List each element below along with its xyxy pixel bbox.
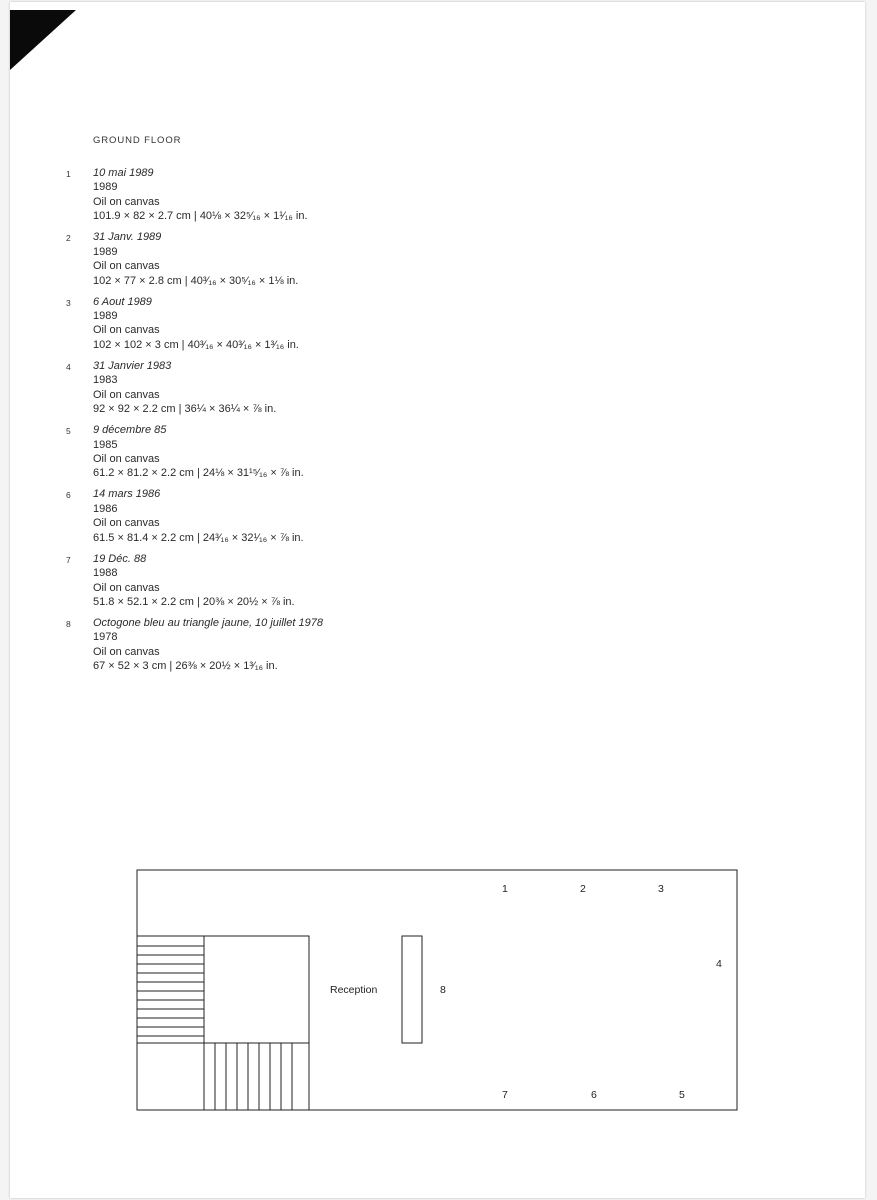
work-medium: Oil on canvas xyxy=(93,453,160,465)
work-entry: 3 6 Aout 1989 1989 Oil on canvas 102 × 1… xyxy=(0,295,600,359)
work-dimensions: 101.9 × 82 × 2.7 cm | 40⅛ × 32⁵⁄₁₆ × 1¹⁄… xyxy=(93,210,308,223)
work-title: 6 Aout 1989 xyxy=(93,295,152,308)
work-entry: 1 10 mai 1989 1989 Oil on canvas 101.9 ×… xyxy=(0,166,600,230)
work-medium: Oil on canvas xyxy=(93,388,160,401)
work-entry: 8 Octogone bleu au triangle jaune, 10 ju… xyxy=(0,616,600,680)
work-dimensions: 61.2 × 81.2 × 2.2 cm | 24⅛ × 31¹⁵⁄₁₆ × ⅞… xyxy=(93,467,304,480)
work-entry: 4 31 Janvier 1983 1983 Oil on canvas 92 … xyxy=(0,359,600,423)
page-corner-fold xyxy=(10,10,76,70)
work-entry: 7 19 Déc. 88 1988 Oil on canvas 51.8 × 5… xyxy=(0,552,600,616)
work-year: 1989 xyxy=(93,181,118,194)
work-medium: Oil on canvas xyxy=(93,324,160,337)
work-number: 3 xyxy=(66,297,71,308)
work-year: 1988 xyxy=(93,567,118,580)
work-title: 9 décembre 85 xyxy=(93,424,167,437)
work-medium: Oil on canvas xyxy=(93,581,160,594)
work-number: 2 xyxy=(66,233,71,244)
work-number: 7 xyxy=(66,554,71,565)
work-title: Octogone bleu au triangle jaune, 10 juil… xyxy=(93,617,323,630)
work-dimensions: 67 × 52 × 3 cm | 26⅜ × 20½ × 1³⁄₁₆ in. xyxy=(93,660,278,673)
work-medium: Oil on canvas xyxy=(93,517,160,530)
work-entry: 5 9 décembre 85 1985 Oil on canvas 61.2 … xyxy=(0,423,600,487)
work-year: 1989 xyxy=(93,245,118,258)
work-medium: Oil on canvas xyxy=(93,645,160,658)
work-title: 31 Janvier 1983 xyxy=(93,359,172,372)
work-title: 19 Déc. 88 xyxy=(93,552,147,565)
work-number: 5 xyxy=(66,426,71,437)
works-list: 1 10 mai 1989 1989 Oil on canvas 101.9 ×… xyxy=(0,166,600,680)
floor-heading: GROUND FLOOR xyxy=(93,135,182,146)
work-dimensions: 61.5 × 81.4 × 2.2 cm | 24³⁄₁₆ × 32¹⁄₁₆ ×… xyxy=(93,531,304,544)
work-dimensions: 102 × 77 × 2.8 cm | 40³⁄₁₆ × 30⁵⁄₁₆ × 1⅛… xyxy=(93,274,299,287)
work-dimensions: 102 × 102 × 3 cm | 40³⁄₁₆ × 40³⁄₁₆ × 1³⁄… xyxy=(93,338,299,351)
work-dimensions: 51.8 × 52.1 × 2.2 cm | 20⅜ × 20½ × ⅞ in. xyxy=(93,596,295,608)
work-title: 14 mars 1986 xyxy=(93,488,161,501)
work-year: 1978 xyxy=(93,631,118,644)
work-year: 1989 xyxy=(93,310,118,322)
work-title: 31 Janv. 1989 xyxy=(93,231,162,244)
work-entry: 2 31 Janv. 1989 1989 Oil on canvas 102 ×… xyxy=(0,230,600,294)
work-entry: 6 14 mars 1986 1986 Oil on canvas 61.5 ×… xyxy=(0,487,600,551)
work-year: 1983 xyxy=(93,374,118,387)
work-number: 6 xyxy=(66,490,71,501)
work-medium: Oil on canvas xyxy=(93,195,160,208)
work-year: 1986 xyxy=(93,502,118,515)
work-year: 1985 xyxy=(93,438,118,451)
work-dimensions: 92 × 92 × 2.2 cm | 36¼ × 36¼ × ⅞ in. xyxy=(93,403,277,416)
work-number: 1 xyxy=(66,169,71,179)
work-number: 8 xyxy=(66,619,71,630)
work-title: 10 mai 1989 xyxy=(93,167,154,179)
work-number: 4 xyxy=(66,361,71,372)
work-medium: Oil on canvas xyxy=(93,260,160,273)
